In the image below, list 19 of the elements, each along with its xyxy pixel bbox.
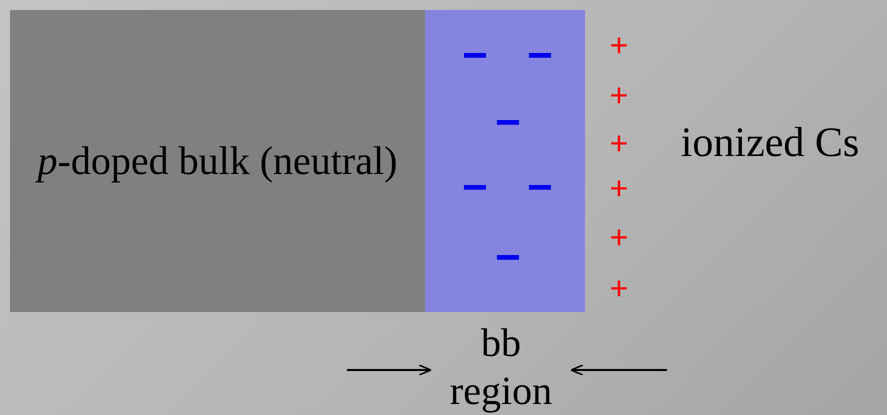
region-label: bb region [448, 319, 554, 415]
positive-charge-sign: + [610, 127, 628, 159]
arrow [347, 364, 432, 376]
band-bending-region-box [425, 10, 585, 312]
negative-charge-sign: − [495, 101, 521, 145]
negative-charge-sign: − [462, 166, 488, 210]
arrow [570, 364, 667, 376]
negative-charge-sign: − [462, 34, 488, 78]
ionized-cs-label: ionized Cs [680, 122, 860, 164]
negative-charge-sign: − [527, 34, 553, 78]
bulk-region-box [10, 10, 425, 312]
bulk-label: p-doped bulk (neutral) [38, 137, 398, 185]
positive-charge-sign: + [610, 272, 628, 304]
positive-charge-sign: + [610, 221, 628, 253]
positive-charge-sign: + [610, 172, 628, 204]
positive-charge-sign: + [610, 29, 628, 61]
negative-charge-sign: − [495, 236, 521, 280]
negative-charge-sign: − [527, 166, 553, 210]
positive-charge-sign: + [610, 79, 628, 111]
